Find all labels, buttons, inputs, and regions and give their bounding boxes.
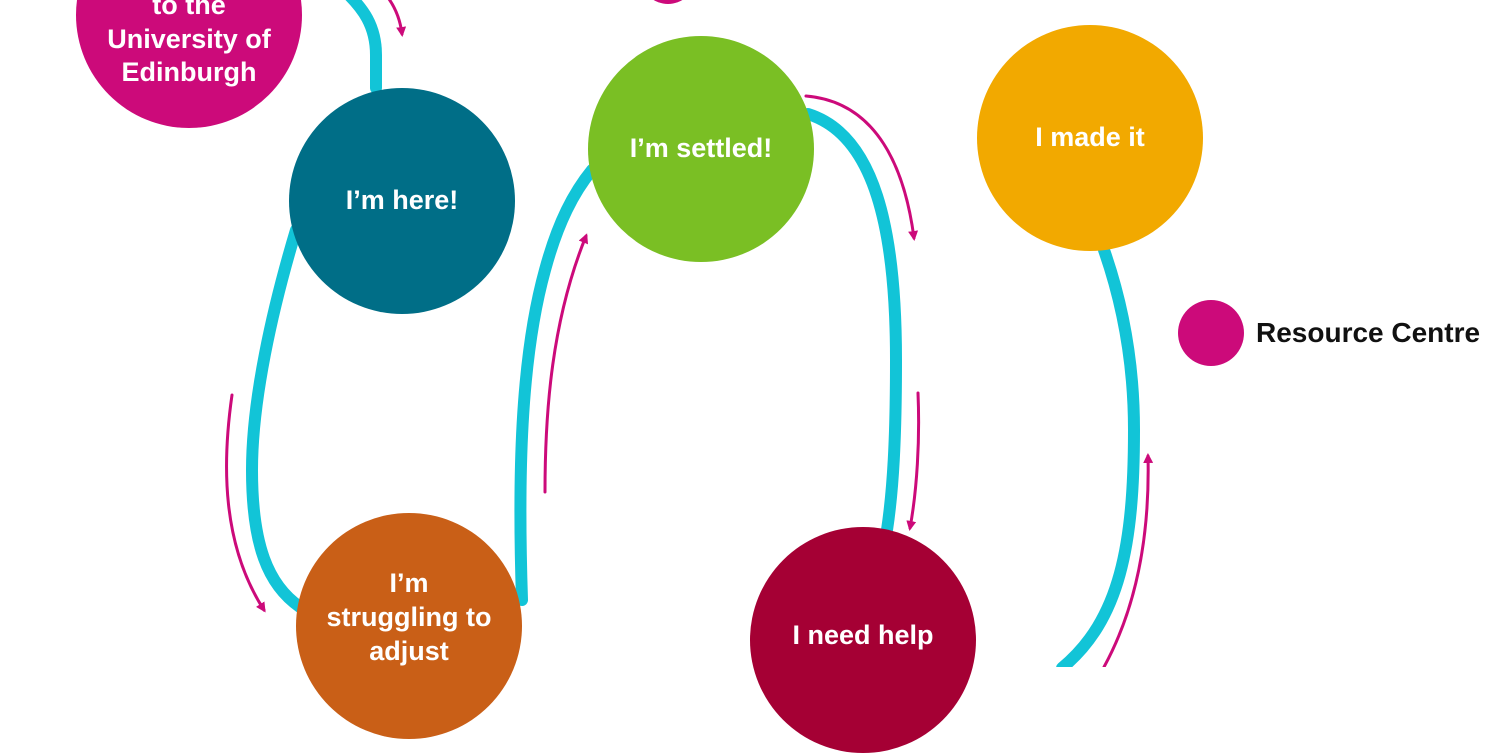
node-help: I need help	[750, 527, 976, 753]
node-welcome-line-3: Edinburgh	[121, 57, 257, 88]
node-settled: I’m settled!	[588, 36, 814, 262]
legend-label: Resource Centre	[1256, 317, 1481, 348]
arrow-left-down	[225, 393, 266, 613]
path-welcome-to-here	[345, 0, 382, 94]
arrow-right-up	[1102, 453, 1154, 667]
direction-arrows	[225, 0, 1154, 667]
arrow-settled-curve	[804, 94, 919, 241]
arrow-middle-up	[543, 233, 589, 494]
node-welcome-line-2: University of	[107, 23, 271, 54]
node-here-label: I’m here!	[345, 185, 459, 216]
node-welcome-line-1: to the	[152, 0, 226, 20]
node-struggling-line-1: I’m	[389, 568, 429, 598]
node-made: I made it	[977, 25, 1203, 251]
partial-circle-top	[653, 0, 683, 4]
node-here: I’m here!	[289, 88, 515, 314]
arrow-top-left	[387, 0, 407, 37]
node-struggling: I’m struggling to adjust	[296, 513, 522, 739]
path-help-to-made	[1056, 244, 1141, 667]
node-made-label: I made it	[1035, 122, 1145, 153]
node-struggling-line-3: adjust	[369, 635, 449, 666]
node-settled-label: I’m settled!	[629, 133, 773, 164]
node-welcome-text: to the University of Edinburgh	[107, 0, 271, 90]
arrow-right-down	[906, 391, 921, 531]
journey-diagram	[225, 0, 1154, 667]
journey-path	[245, 0, 1141, 667]
node-help-label: I need help	[792, 620, 934, 650]
node-struggling-text: I’m struggling to adjust	[327, 567, 492, 668]
path-settled-to-help	[802, 108, 903, 536]
legend-swatch	[1178, 300, 1244, 366]
path-struggling-to-settled	[514, 164, 598, 606]
path-here-to-struggling	[245, 224, 306, 613]
legend: Resource Centre	[1178, 300, 1480, 366]
node-struggling-line-2: struggling to	[326, 601, 492, 632]
